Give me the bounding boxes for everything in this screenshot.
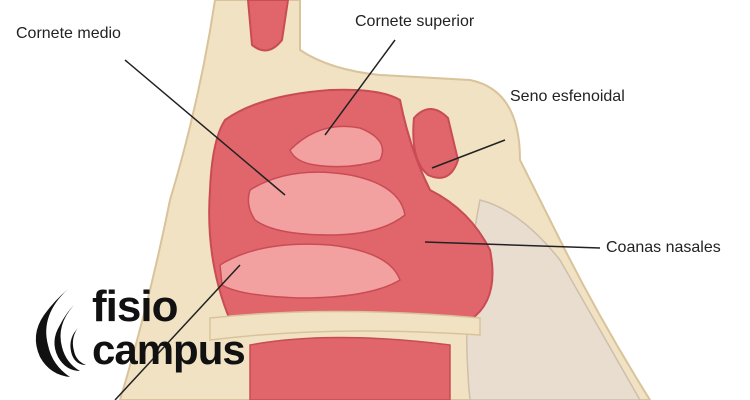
middle-turbinate <box>247 171 406 236</box>
label-seno-esfenoidal: Seno esfenoidal <box>510 88 625 105</box>
oral-cavity <box>249 336 451 400</box>
frontal-sinus <box>246 0 290 52</box>
leader-line-cornete-medio <box>124 59 286 196</box>
logo-text-campus: campus <box>92 326 246 373</box>
logo-text-fisio: fisio <box>92 282 178 331</box>
flame-logo-icon <box>35 289 86 377</box>
leader-line-cornete-superior <box>324 39 396 136</box>
leader-line-coanas-nasales <box>424 241 601 249</box>
inferior-turbinate <box>219 243 401 299</box>
leader-line-cornete-inferior <box>114 264 241 400</box>
leader-line-seno-esfenoidal <box>431 139 506 169</box>
hard-palate <box>209 310 481 341</box>
label-cornete-superior: Cornete superior <box>355 13 475 30</box>
label-cornete-medio: Cornete medio <box>16 25 121 42</box>
label-coanas-nasales: Coanas nasales <box>606 239 721 256</box>
fisiocampus-logo: fisio campus <box>30 285 280 385</box>
superior-turbinate <box>289 125 384 168</box>
